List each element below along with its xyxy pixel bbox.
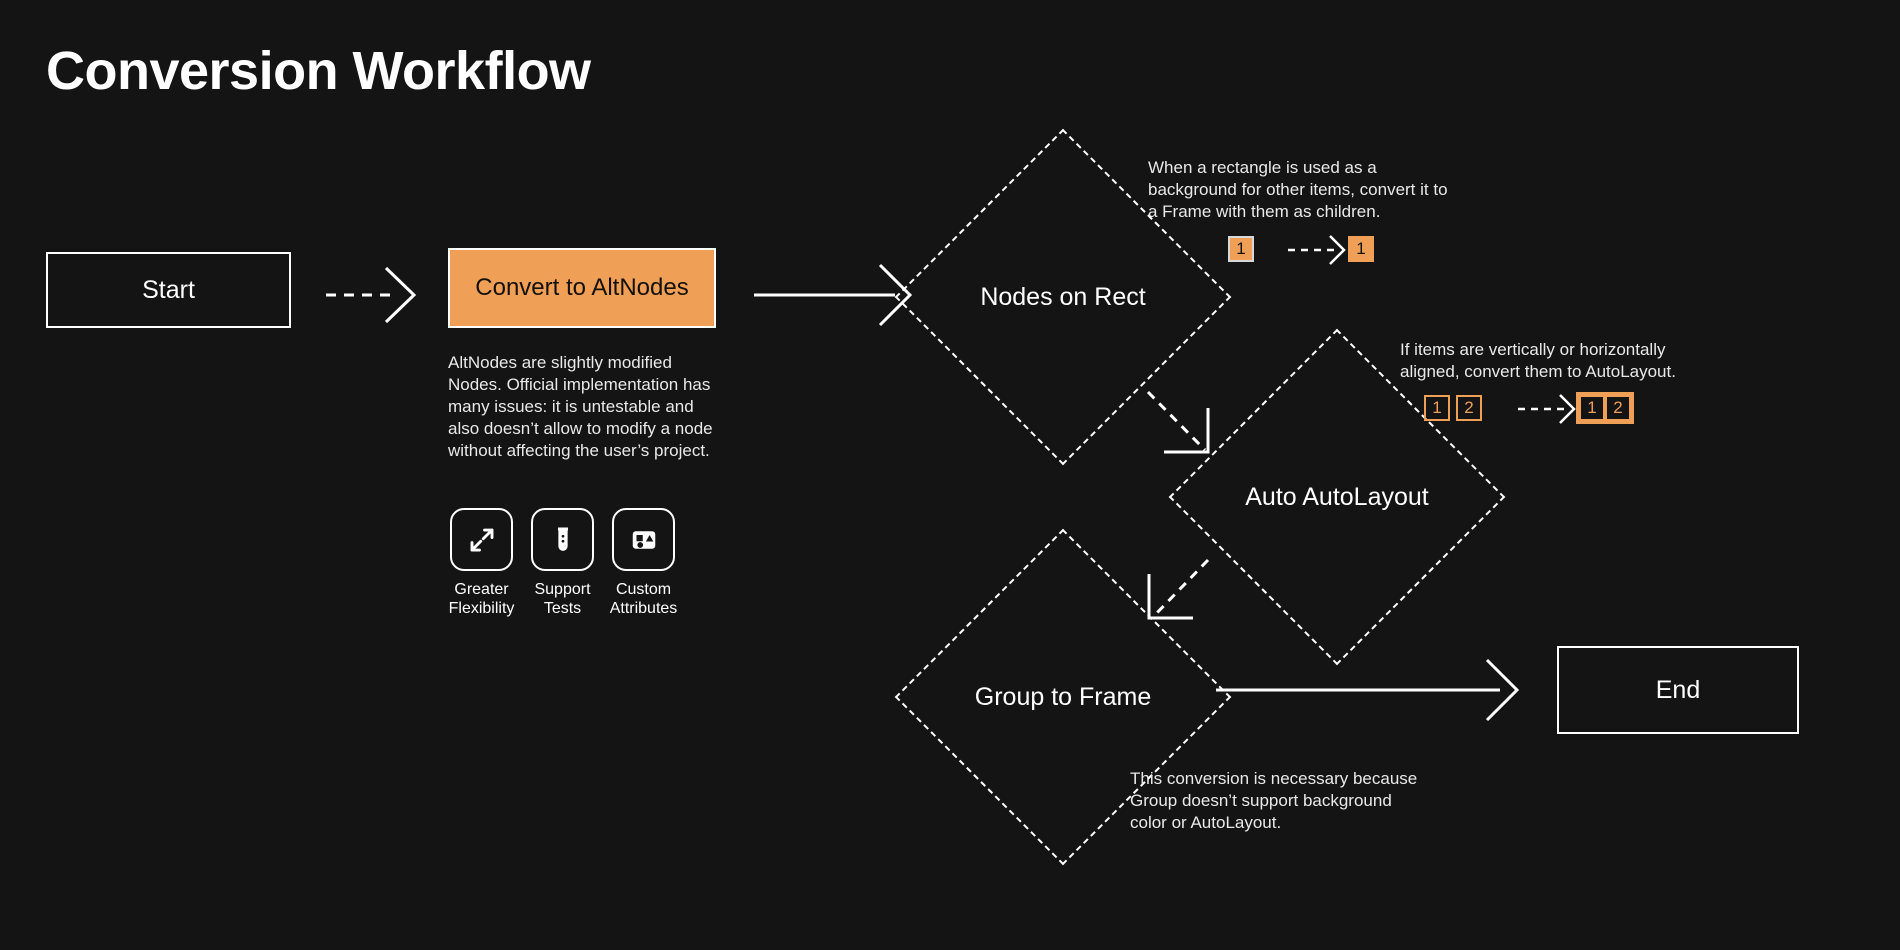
feature-tile: [612, 508, 675, 571]
node-end[interactable]: End: [1557, 646, 1799, 734]
connector-grouptoframe-to-end: [1216, 658, 1520, 722]
annotation-auto-autolayout: If items are vertically or horizontally …: [1400, 340, 1676, 381]
badge-after-1: 1: [1579, 395, 1605, 421]
feature-label-line1: Custom: [615, 581, 672, 598]
feature-label: Custom Attributes: [610, 580, 678, 618]
feature-label-line2: Flexibility: [448, 600, 515, 618]
feature-label-line1: Greater: [454, 581, 509, 598]
connector-convert-to-nodesonrect: [754, 263, 913, 327]
page-title: Conversion Workflow: [46, 41, 591, 101]
feature-custom-attributes[interactable]: Custom Attributes: [610, 508, 678, 618]
feature-label-line2: Attributes: [609, 600, 678, 618]
badge-before-1: 1: [1228, 236, 1254, 262]
feature-tile: [450, 508, 513, 571]
annotation-group-to-frame: This conversion is necessary because Gro…: [1130, 769, 1418, 832]
badge-after-2: 2: [1605, 395, 1631, 421]
node-auto-autolayout-label: Auto AutoLayout: [1245, 482, 1429, 511]
expand-arrows-icon: [470, 528, 493, 551]
node-nodes-on-rect-label: Nodes on Rect: [980, 282, 1146, 311]
badge-before-2: 2: [1456, 395, 1482, 421]
badge-illustration-autolayout: 1 2 1 2: [1424, 392, 1634, 424]
node-end-label: End: [1655, 675, 1701, 704]
test-tube-icon: [557, 527, 568, 551]
connector-start-to-convert: [326, 266, 417, 324]
feature-label: Greater Flexibility: [449, 580, 515, 618]
badge-after-group: 1 2: [1576, 392, 1634, 424]
node-group-to-frame[interactable]: Group to Frame: [894, 528, 1232, 866]
annotation-nodes-on-rect: When a rectangle is used as a background…: [1148, 158, 1448, 221]
shapes-panel-icon: [632, 530, 655, 549]
feature-label-line2: Tests: [543, 600, 582, 618]
node-nodes-on-rect[interactable]: Nodes on Rect: [894, 128, 1232, 466]
feature-greater-flexibility[interactable]: Greater Flexibility: [449, 508, 515, 618]
node-auto-autolayout[interactable]: Auto AutoLayout: [1168, 328, 1506, 666]
convert-description: AltNodes are slightly modified Nodes. Of…: [448, 353, 713, 460]
feature-list: Greater Flexibility Support Tests: [449, 508, 678, 618]
node-group-to-frame-label: Group to Frame: [974, 682, 1152, 711]
feature-support-tests[interactable]: Support Tests: [531, 508, 594, 618]
badge-after-1: 1: [1348, 236, 1374, 262]
feature-label-line1: Support: [534, 581, 591, 598]
feature-label: Support Tests: [534, 580, 590, 618]
node-start-label: Start: [142, 275, 195, 304]
badge-before-1: 1: [1424, 395, 1450, 421]
node-start[interactable]: Start: [46, 252, 291, 328]
node-convert-label: Convert to AltNodes: [475, 274, 689, 301]
feature-tile: [531, 508, 594, 571]
node-convert-to-altnodes[interactable]: Convert to AltNodes: [448, 248, 716, 328]
badge-illustration-rect: 1 1: [1228, 236, 1374, 262]
